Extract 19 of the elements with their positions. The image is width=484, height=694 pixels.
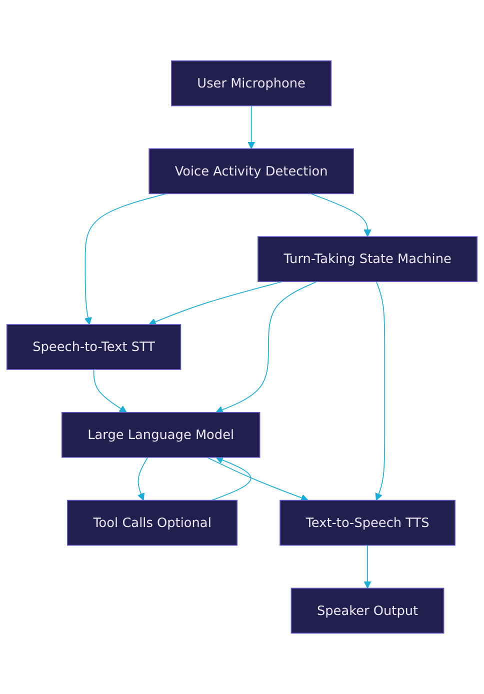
arrow [364,544,372,589]
node-box: Text-to-Speech TTS [280,500,456,546]
arrow [84,193,167,325]
node-box: User Microphone [171,60,332,106]
arrow [206,456,308,502]
arrow [310,193,372,237]
node-box: Voice Activity Detection [148,148,354,194]
node-box: Large Language Model [61,412,260,458]
arrow [216,281,318,414]
arrow [211,456,252,501]
arrow [137,456,148,501]
arrow [93,369,127,413]
node-box: Speaker Output [290,588,444,634]
arrow [375,281,386,501]
arrow [248,105,256,150]
arrow [148,281,283,326]
node-box: Tool Calls Optional [66,500,238,546]
node-box: Speech-to-Text STT [6,324,182,370]
node-box: Turn-Taking State Machine [258,236,478,282]
